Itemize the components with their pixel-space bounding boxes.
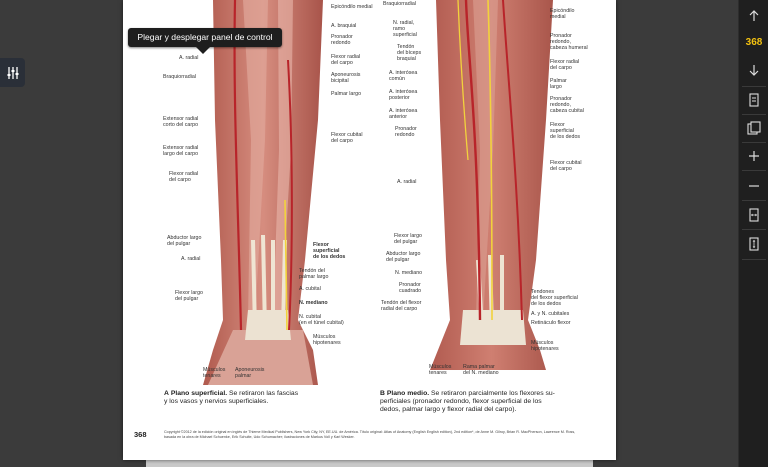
label-a-cubital: A. cubital: [299, 286, 321, 292]
label-aponeurosis-palmar: Aponeurosis palmar: [235, 367, 265, 379]
pages-icon: [747, 121, 761, 135]
toolbar-divider: [742, 170, 766, 171]
label-r-pronador-cuadrado: Pronador cuadrado: [399, 282, 422, 294]
next-page-button[interactable]: [739, 56, 768, 84]
forearm-middle-illustration: [430, 0, 553, 370]
label-r-n-radial: N. radial, ramo superficial: [393, 20, 417, 38]
label-r-pronador-cabeza-humeral: Pronador redondo, cabeza humeral: [550, 33, 588, 51]
label-r-interosea-posterior: A. interósea posterior: [389, 89, 418, 101]
label-pronador-redondo: Pronador redondo: [331, 34, 353, 46]
label-musculos-hipotenares: Músculos hipotenares: [313, 334, 341, 346]
current-page-indicator[interactable]: 368: [745, 37, 763, 48]
label-r-pronador-cabeza-cubital: Pronador redondo, cabeza cubital: [550, 96, 584, 114]
fit-page-button[interactable]: [739, 230, 768, 258]
label-r-n-mediano: N. mediano: [395, 270, 423, 276]
label-r-flexor-radial: Flexor radial del carpo: [550, 59, 580, 71]
label-flexor-largo-pulgar: Flexor largo del pulgar: [175, 290, 203, 302]
page-number: 368: [134, 430, 147, 439]
prev-page-button[interactable]: [739, 2, 768, 30]
label-r-tendon-biceps: Tendón del bíceps braquial: [397, 44, 422, 62]
label-r-ayn-cubitales: A. y N. cubitales: [531, 311, 570, 317]
fit-page-icon: [749, 237, 759, 251]
label-flexor-cubital: Flexor cubital del carpo: [331, 132, 363, 144]
book-page: Epicóndilo medial A. braquial Pronador r…: [123, 0, 616, 460]
single-page-button[interactable]: [739, 86, 768, 114]
label-n-cubital: N. cubital (en el túnel cubital): [299, 314, 344, 326]
caption-b: B Plano medio. Se retiraron parcialmente…: [380, 390, 610, 414]
toolbar-divider: [742, 86, 766, 87]
zoom-in-button[interactable]: [739, 142, 768, 170]
label-r-abductor: Abductor largo del pulgar: [386, 251, 421, 263]
label-a-radial-mid: A. radial: [181, 256, 201, 262]
control-panel-toggle-button[interactable]: [0, 58, 25, 87]
label-r-flexor-largo: Flexor largo del pulgar: [394, 233, 422, 245]
label-r-palmar-largo: Palmar largo: [550, 78, 567, 90]
label-a-radial-top: A. radial: [179, 55, 199, 61]
caption-b-title: Plano medio.: [386, 390, 430, 397]
label-palmar-largo: Palmar largo: [331, 91, 362, 97]
label-musculos-tenares: Músculos tenares: [203, 367, 226, 379]
label-n-mediano: N. mediano: [299, 300, 328, 306]
label-tendon-palmar: Tendón del palmar largo: [299, 268, 329, 280]
zoom-out-button[interactable]: [739, 172, 768, 200]
caption-a: A Plano superficial. Se retiraron las fa…: [164, 390, 339, 406]
label-r-flexor-cubital: Flexor cubital del carpo: [550, 160, 582, 172]
forearm-superficial-illustration: [203, 0, 323, 385]
label-flexor-radial-carpo: Flexor radial del carpo: [331, 54, 361, 66]
label-aponeurosis-bicipital: Aponeurosis bicipital: [331, 72, 361, 84]
label-r-braquiorradial: Braquiorradial: [383, 1, 416, 7]
copyright-text: Copyright ©2012 de la edición original e…: [164, 430, 576, 439]
label-r-tendones-flexor: Tendones del flexor superficial de los d…: [531, 289, 578, 307]
toolbar-divider: [742, 142, 766, 143]
plus-icon: [749, 151, 759, 161]
caption-a-letter: A: [164, 390, 169, 397]
label-flexor-superficial: Flexor superficial de los dedos: [313, 242, 346, 260]
toolbar-divider: [742, 200, 766, 201]
label-flexor-radial-2: Flexor radial del carpo: [169, 171, 199, 183]
label-r-hipotenares: Músculos hipotenares: [531, 340, 559, 352]
sliders-icon: [7, 66, 18, 79]
two-page-button[interactable]: [739, 114, 768, 142]
next-page-edge: [146, 460, 593, 467]
label-extensor-corto: Extensor radial corto del carpo: [163, 116, 199, 128]
label-abductor-largo: Abductor largo del pulgar: [167, 235, 202, 247]
label-r-rama-palmar: Rama palmar del N. mediano: [463, 364, 499, 376]
caption-b-text: Se retiraron parcialmente los flexores s…: [380, 390, 555, 413]
arrow-up-icon: [749, 10, 759, 21]
minus-icon: [749, 185, 759, 187]
tooltip: Plegar y desplegar panel de control: [128, 28, 282, 47]
label-extensor-largo: Extensor radial largo del carpo: [163, 145, 199, 157]
right-toolbar: 368: [738, 0, 768, 467]
fit-width-button[interactable]: [739, 201, 768, 229]
label-r-tenares: Músculos tenares: [429, 364, 452, 376]
toolbar-divider: [742, 114, 766, 115]
caption-a-title: Plano superficial.: [170, 390, 228, 397]
page-icon: [749, 93, 759, 107]
caption-b-letter: B: [380, 390, 385, 397]
toolbar-divider: [742, 229, 766, 230]
label-r-a-radial: A. radial: [397, 179, 417, 185]
label-r-epicondilo: Epicóndilo medial: [550, 8, 575, 20]
label-epicondilo-medial: Epicóndilo medial: [331, 4, 373, 10]
toolbar-divider: [742, 259, 766, 260]
label-r-interosea-comun: A. interósea común: [389, 70, 418, 82]
label-r-interosea-anterior: A. interósea anterior: [389, 108, 418, 120]
label-r-pronador-redondo: Pronador redondo: [395, 126, 417, 138]
fit-width-icon: [749, 208, 759, 222]
label-r-tendon-flexor-radial: Tendón del flexor radial del carpo: [381, 300, 422, 312]
arrow-down-icon: [749, 65, 759, 76]
document-viewer: Epicóndilo medial A. braquial Pronador r…: [0, 0, 616, 467]
label-r-retinaculo: Retináculo flexor: [531, 320, 571, 326]
label-a-braquial: A. braquial: [331, 23, 357, 29]
tooltip-arrow: [196, 47, 210, 54]
caption-a-text: Se retiraron las fascias y los vasos y n…: [164, 390, 299, 405]
label-braquiorradial: Braquiorradial: [163, 74, 196, 80]
label-r-flexor-superficial: Flexor superficial de los dedos: [550, 122, 581, 140]
